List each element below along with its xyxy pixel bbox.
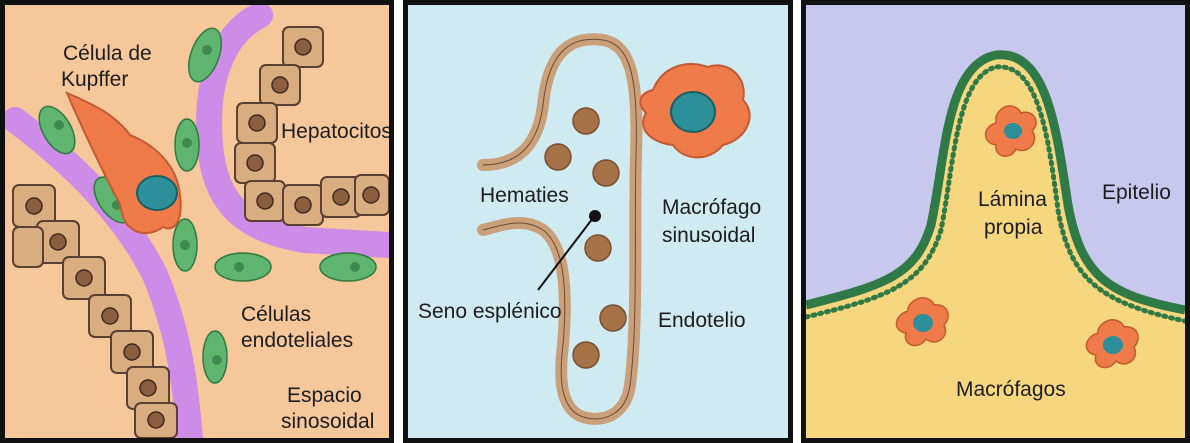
space-label-line1: Espacio xyxy=(287,383,362,409)
pointer-dot xyxy=(589,210,601,222)
macrophage-nucleus xyxy=(671,92,715,132)
macrophages-label: Macrófagos xyxy=(956,377,1066,403)
endothelium-label: Endotelio xyxy=(658,308,746,334)
kupffer-label-line1: Célula de xyxy=(63,41,152,67)
splenic-sinus-wall xyxy=(483,39,636,419)
endothelial-label-line1: Células xyxy=(241,302,311,328)
macrophage-label-line2: sinusoidal xyxy=(662,223,755,249)
lamina-label-line2: propia xyxy=(984,215,1042,241)
spleen-illustration xyxy=(408,5,788,438)
macrophage-label-line1: Macrófago xyxy=(662,195,761,221)
space-label-line2: sinosoidal xyxy=(281,409,374,435)
mucosa-panel: Lámina propia Epitelio Macrófagos xyxy=(801,0,1190,443)
endothelial-label-line2: endoteliales xyxy=(241,328,353,354)
liver-panel: Célula de Kupffer Hepatocitos Células en… xyxy=(0,0,394,443)
spleen-panel: Hematies Macrófago sinusoidal Seno esplé… xyxy=(403,0,793,443)
hematies-label: Hematies xyxy=(480,183,569,209)
hepatocytes-label: Hepatocitos xyxy=(281,119,392,145)
kupffer-label-line2: Kupffer xyxy=(61,67,128,93)
sinus-label: Seno esplénico xyxy=(418,299,562,325)
kupffer-nucleus xyxy=(137,176,177,210)
epithelium-label: Epitelio xyxy=(1102,180,1171,206)
lamina-label-line1: Lámina xyxy=(978,187,1047,213)
